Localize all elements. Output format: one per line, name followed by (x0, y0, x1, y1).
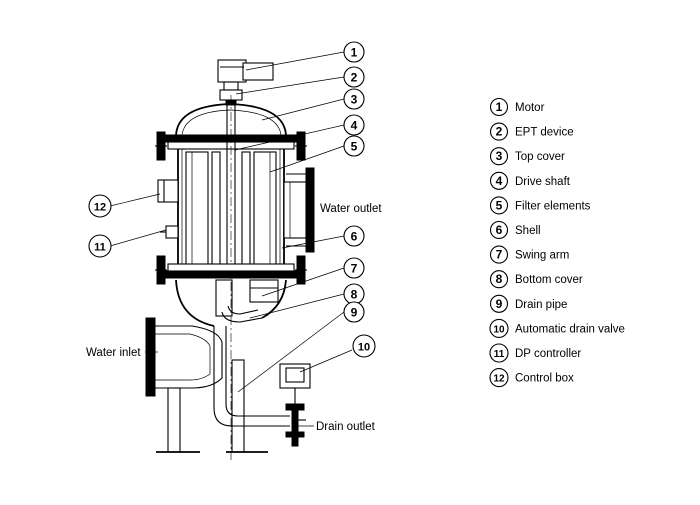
legend-number-circle (489, 147, 509, 166)
legend-number: 10 (493, 324, 505, 335)
legend-number: 6 (496, 223, 503, 237)
legend-label: EPT device (515, 127, 574, 139)
legend-label: Control box (515, 373, 574, 385)
callout-9: 9 (343, 301, 365, 323)
dp-controller (160, 225, 179, 239)
callout-8: 8 (343, 283, 365, 305)
legend-number-circle (489, 318, 509, 338)
legend-label: Filter elements (515, 200, 591, 212)
legend-item: 5 Filter elements (489, 196, 591, 215)
legend-label: Motor (515, 102, 545, 114)
legend-number-circle (489, 245, 509, 264)
legend-number-circle (489, 171, 509, 190)
legend-number: 8 (496, 272, 503, 286)
top-cover (175, 103, 287, 136)
callout-2: 2 (343, 66, 365, 88)
swing-arm (215, 279, 263, 323)
legend-label: Top cover (515, 151, 565, 163)
water-outlet-label: Water outlet (320, 203, 382, 215)
callout-12-number: 12 (94, 202, 106, 214)
legend-number: 9 (496, 297, 503, 311)
legend-item: 8 Bottom cover (489, 270, 583, 289)
motor (217, 59, 274, 91)
callout-3-number: 3 (351, 93, 358, 107)
legend-item: 3 Top cover (489, 147, 565, 166)
callout-12: 12 (88, 194, 112, 218)
callout-8-number: 8 (351, 288, 358, 302)
drain-pipe (213, 326, 290, 427)
legend-number-circle (489, 343, 509, 363)
callout-7: 7 (343, 257, 365, 279)
callout-4-number: 4 (351, 119, 358, 133)
legend-number: 1 (496, 100, 503, 114)
callout-4: 4 (343, 114, 365, 136)
legend-number-circle (489, 270, 509, 289)
legend-item: 12 Control box (489, 368, 574, 388)
callout-6-number: 6 (351, 230, 358, 244)
callout-9-number: 9 (351, 306, 358, 320)
legend-number-circle (489, 122, 509, 141)
legend-number-circle (489, 97, 509, 117)
legend-item: 1 Motor (489, 97, 545, 117)
callout-1-number: 1 (351, 46, 358, 60)
automatic-drain-valve (279, 363, 311, 447)
legend-label: Drive shaft (515, 176, 571, 188)
legend-item: 11 DP controller (489, 343, 581, 363)
legend-label: Shell (515, 225, 541, 237)
bottom-flange (155, 255, 307, 285)
drain-outlet-label: Drain outlet (316, 421, 376, 433)
callout-11: 11 (88, 234, 112, 258)
water-inlet-nozzle (145, 317, 223, 397)
legend-number: 12 (493, 374, 505, 385)
callout-5: 5 (343, 135, 365, 157)
legend-item: 9 Drain pipe (489, 294, 567, 313)
legend-number-circle (489, 294, 509, 313)
callout-1: 1 (343, 41, 365, 63)
legend: 1 Motor 2 EPT device 3 Top cover 4 Drive shaft 5… (489, 97, 625, 388)
legend-item: 10 Automatic drain valve (489, 318, 625, 338)
legend-number: 4 (496, 174, 503, 188)
legend-number-circle (489, 196, 509, 215)
callout-5-number: 5 (351, 140, 358, 154)
legend-label: Drain pipe (515, 299, 567, 311)
callout-6: 6 (343, 225, 365, 247)
legend-item: 7 Swing arm (489, 245, 569, 264)
legend-number: 11 (494, 349, 505, 360)
callout-7-number: 7 (351, 262, 358, 276)
legend-number-circle (489, 368, 509, 388)
callout-2-number: 2 (351, 71, 358, 85)
legend-number: 7 (496, 248, 503, 262)
callout-10: 10 (352, 334, 376, 358)
water-inlet-label: Water inlet (86, 347, 141, 359)
bottom-cover (175, 279, 287, 327)
control-box (157, 179, 179, 203)
legend-number: 2 (496, 125, 503, 139)
legend-label: Swing arm (515, 250, 569, 262)
callout-3: 3 (343, 88, 365, 110)
callout-11-number: 11 (94, 242, 106, 254)
legend-number: 5 (496, 198, 503, 212)
legend-label: Bottom cover (515, 274, 583, 286)
leader-lines (109, 51, 353, 427)
water-outlet-nozzle (283, 167, 315, 253)
callout-10-number: 10 (358, 342, 370, 354)
legend-item: 6 Shell (489, 220, 541, 240)
legend-number: 3 (496, 149, 503, 163)
legend-label: DP controller (515, 348, 581, 360)
legend-item: 4 Drive shaft (489, 171, 571, 190)
legend-number-circle (489, 220, 509, 240)
legend-item: 2 EPT device (489, 122, 574, 141)
legend-label: Automatic drain valve (515, 323, 625, 335)
support-legs (156, 359, 268, 453)
